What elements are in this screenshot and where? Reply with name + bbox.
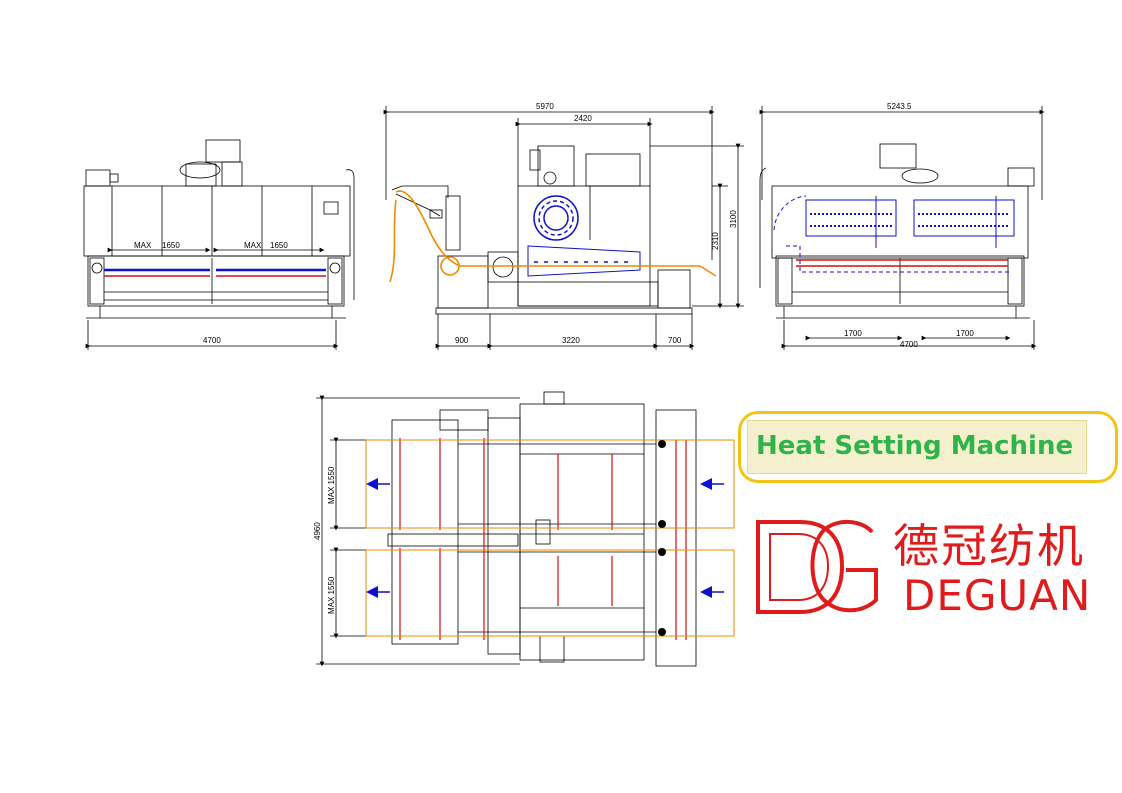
- brand-english-name: DEGUAN: [903, 571, 1092, 620]
- front-width-label: 4700: [203, 336, 221, 345]
- side-view-fabric-path: [389, 190, 717, 283]
- plan-view-direction-arrows: [366, 478, 724, 598]
- side-bottom-right-label: 700: [668, 336, 682, 345]
- front-view-rails: [104, 268, 326, 277]
- brand-monogram-logo: [756, 520, 878, 614]
- plan-max-top-label: MAX 1550: [327, 466, 336, 504]
- side-overall-label: 5970: [536, 102, 554, 111]
- rear-view-nozzles: [773, 195, 1015, 273]
- rear-right-label: 1700: [956, 329, 974, 338]
- rear-left-label: 1700: [844, 329, 862, 338]
- plan-view-fabric: [365, 439, 735, 637]
- title-box: Heat Setting Machine: [738, 411, 1118, 483]
- rear-view: [759, 106, 1045, 350]
- brand-chinese-name: 德冠纺机: [893, 519, 1085, 573]
- front-max-left-value: 1650: [162, 241, 180, 250]
- side-top-label: 2420: [574, 114, 592, 123]
- page-title: Heat Setting Machine: [756, 431, 1074, 461]
- side-view: [383, 106, 744, 350]
- rear-total-label: 4700: [900, 340, 918, 349]
- front-max-left-label: MAX: [134, 241, 152, 250]
- side-bottom-mid-label: 3220: [562, 336, 580, 345]
- plan-view: [316, 391, 697, 667]
- plan-height-label: 4960: [313, 522, 322, 540]
- side-view-fan: [527, 195, 641, 277]
- side-bottom-left-label: 900: [455, 336, 469, 345]
- plan-max-bottom-label: MAX 1550: [327, 576, 336, 614]
- front-view: [83, 139, 355, 350]
- plan-view-rollers: [658, 440, 666, 636]
- side-height-outer-label: 3100: [729, 210, 738, 228]
- front-max-right-value: 1650: [270, 241, 288, 250]
- plan-view-red-lines: [399, 438, 687, 640]
- rear-view-rails: [796, 259, 1008, 267]
- title-panel: Heat Setting Machine: [747, 420, 1087, 474]
- rear-overall-label: 5243.5: [887, 102, 912, 111]
- side-height-inner-label: 2310: [711, 232, 720, 250]
- front-max-right-label: MAX: [244, 241, 262, 250]
